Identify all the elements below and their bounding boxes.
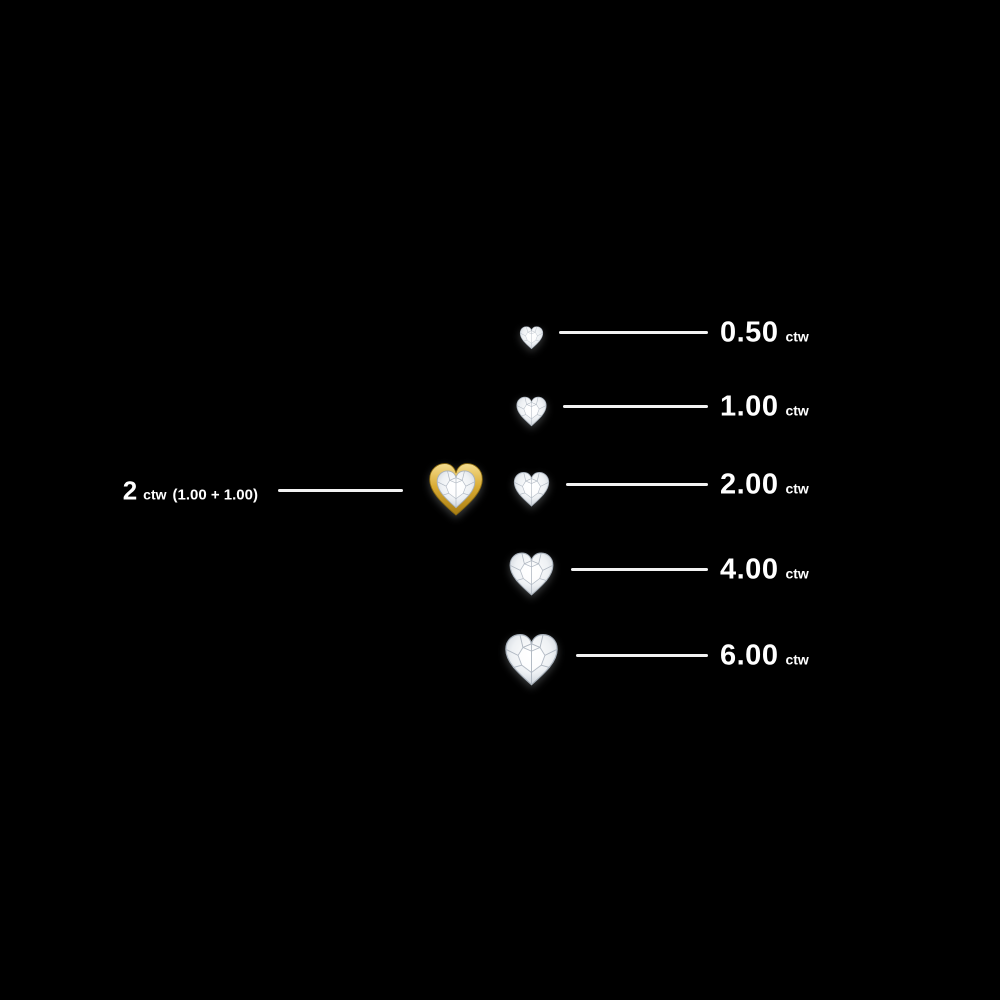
carat-unit: ctw [785, 328, 809, 345]
carat-label: 0.50 ctw [720, 317, 809, 350]
leader-line [565, 483, 708, 486]
leader-line [558, 331, 708, 334]
pair-annotation-detail: (1.00 + 1.00) [172, 486, 258, 504]
pair-annotation-label: 2 ctw (1.00 + 1.00) [123, 476, 258, 507]
pair-leader-line [278, 489, 403, 492]
carat-label: 2.00 ctw [720, 469, 809, 502]
pair-annotation-value: 2 [122, 475, 138, 506]
heart-diamond-icon [514, 395, 549, 430]
carat-value: 6.00 [720, 639, 779, 672]
leader-line [562, 405, 708, 408]
carat-value: 0.50 [720, 316, 779, 349]
carat-label: 6.00 ctw [720, 640, 809, 673]
carat-label: 1.00 ctw [720, 391, 809, 424]
heart-diamond-icon [506, 550, 557, 601]
carat-unit: ctw [785, 651, 809, 668]
gold-heart-diamond-icon [428, 463, 484, 519]
carat-unit: ctw [785, 480, 809, 497]
carat-unit: ctw [785, 565, 809, 582]
carat-value: 1.00 [720, 390, 779, 423]
heart-diamond-icon [501, 631, 562, 692]
leader-line [575, 654, 708, 657]
heart-diamond-icon [518, 325, 545, 352]
carat-value: 2.00 [720, 468, 779, 501]
carat-value: 4.00 [720, 553, 779, 586]
pair-annotation-unit: ctw [143, 486, 167, 503]
heart-diamond-icon [511, 470, 552, 511]
carat-unit: ctw [785, 402, 809, 419]
carat-label: 4.00 ctw [720, 554, 809, 587]
leader-line [570, 568, 708, 571]
